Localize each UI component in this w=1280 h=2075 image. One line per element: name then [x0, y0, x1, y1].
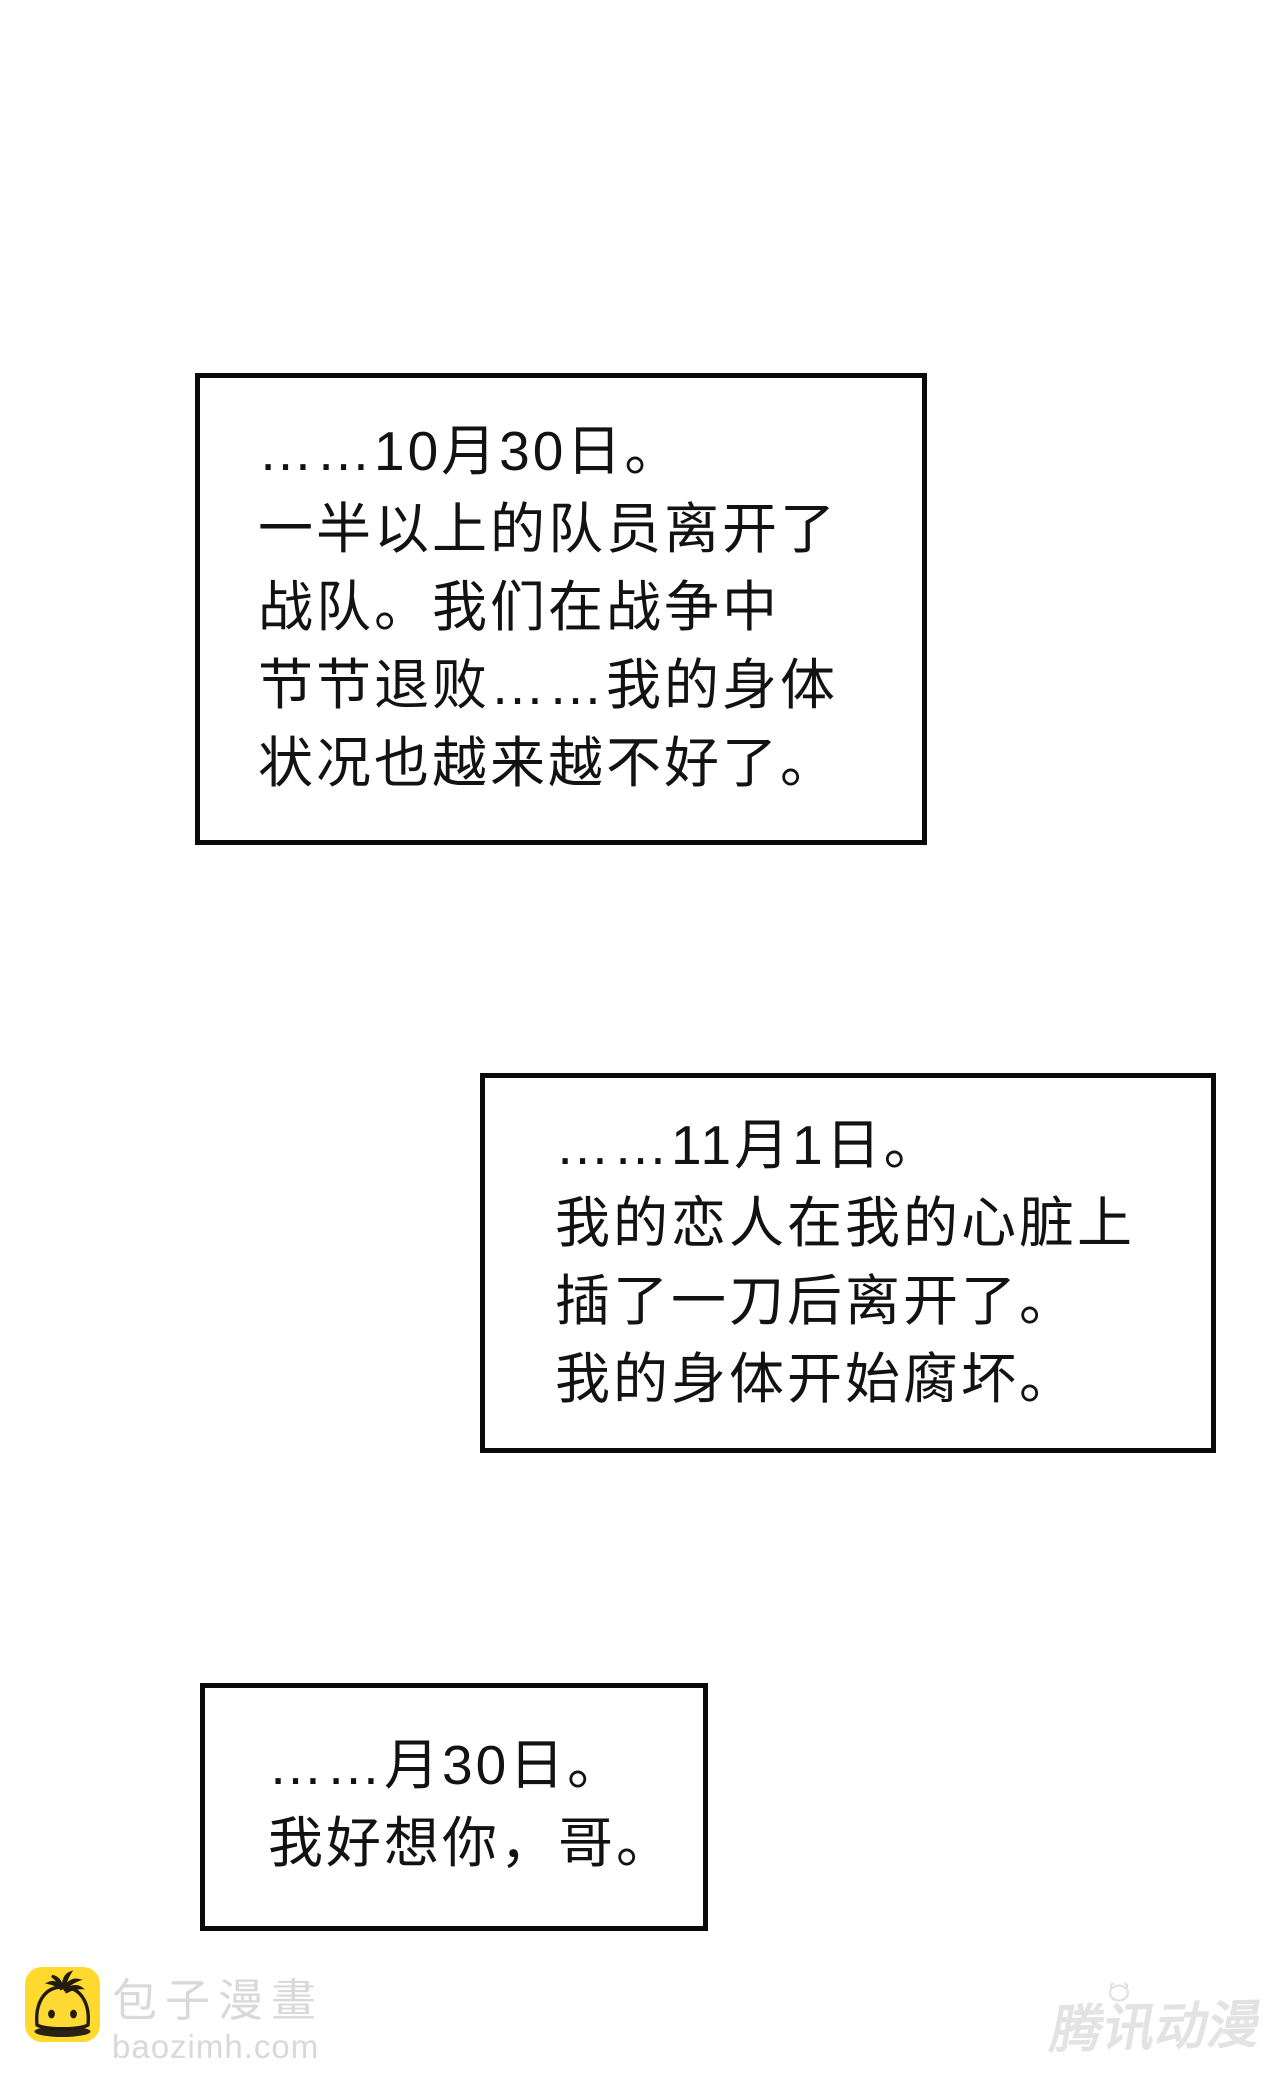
narration-line: 状况也越来越不好了。	[258, 732, 839, 794]
narration-line: 战队。我们在战争中	[258, 576, 781, 638]
baozimh-watermark-logo: 包子漫畫 baozimh.com	[25, 1967, 324, 2063]
narration-line: ……10月30日。	[258, 420, 683, 482]
tencent-comics-label: 腾讯动漫	[1046, 1996, 1266, 2060]
tencent-mascot-face-icon	[1104, 1982, 1134, 2007]
baozi-bun-icon	[25, 1967, 100, 2042]
narration-line: 节节退败……我的身体	[258, 654, 839, 716]
tencent-comics-watermark-logo: 腾讯动漫	[1046, 1982, 1272, 2070]
narration-line: 我的恋人在我的心脏上	[555, 1192, 1136, 1254]
baozimh-title: 包子漫畫	[112, 1975, 325, 2026]
narration-box-1: ……10月30日。 一半以上的队员离开了 战队。我们在战争中 节节退败……我的身…	[195, 373, 927, 845]
narration-line: ……月30日。	[268, 1734, 626, 1796]
narration-line: 我的身体开始腐坏。	[555, 1348, 1078, 1410]
narration-box-3: ……月30日。 我好想你，哥。	[200, 1683, 708, 1931]
baozimh-watermark-text: 包子漫畫 baozimh.com	[112, 1967, 324, 2063]
narration-line: 插了一刀后离开了。	[555, 1270, 1078, 1332]
baozimh-domain: baozimh.com	[112, 2028, 320, 2065]
narration-line: ……11月1日。	[555, 1114, 942, 1176]
narration-box-2: ……11月1日。 我的恋人在我的心脏上 插了一刀后离开了。 我的身体开始腐坏。	[480, 1073, 1216, 1453]
narration-line: 一半以上的队员离开了	[258, 498, 839, 560]
narration-line: 我好想你，哥。	[268, 1812, 675, 1874]
